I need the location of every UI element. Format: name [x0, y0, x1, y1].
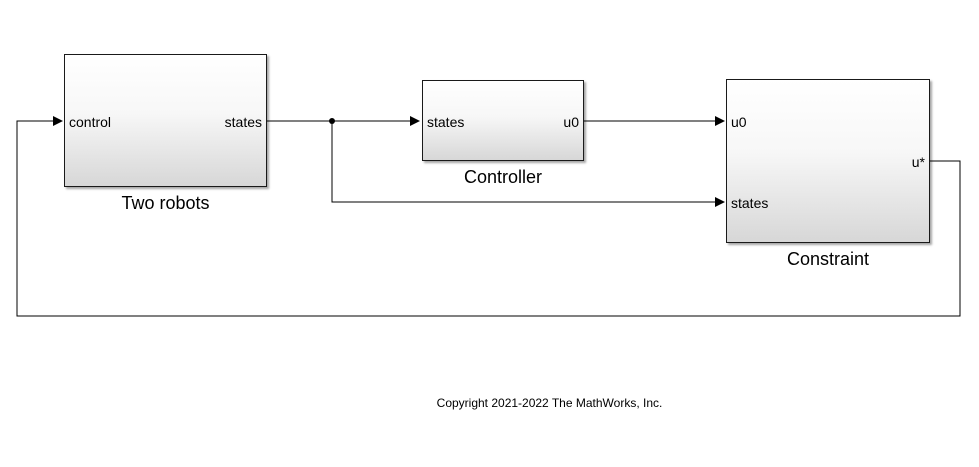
- wire-states-to-constraint[interactable]: [331, 121, 725, 207]
- wire-feedback-to-control[interactable]: [16, 116, 961, 317]
- copyright-notice: Copyright 2021-2022 The MathWorks, Inc.: [436, 396, 663, 410]
- constraint-output-port-label: u*: [911, 154, 925, 170]
- controller-output-port-label: u0: [563, 114, 579, 130]
- robots-output-port-label: states: [224, 114, 262, 130]
- controller-title: Controller: [463, 167, 543, 187]
- controller-input-port-label: states: [427, 114, 465, 130]
- constraint-input-port-1-label: u0: [731, 114, 747, 130]
- constraint-input-port-2-label: states: [731, 195, 769, 211]
- constraint-block[interactable]: u0 states u*: [726, 79, 930, 243]
- two-robots-block[interactable]: control states: [64, 54, 267, 187]
- two-robots-title: Two robots: [121, 193, 210, 213]
- branch-point: [329, 118, 335, 124]
- robots-input-port-label: control: [69, 114, 112, 130]
- controller-block[interactable]: states u0: [422, 80, 584, 161]
- constraint-title: Constraint: [786, 249, 870, 269]
